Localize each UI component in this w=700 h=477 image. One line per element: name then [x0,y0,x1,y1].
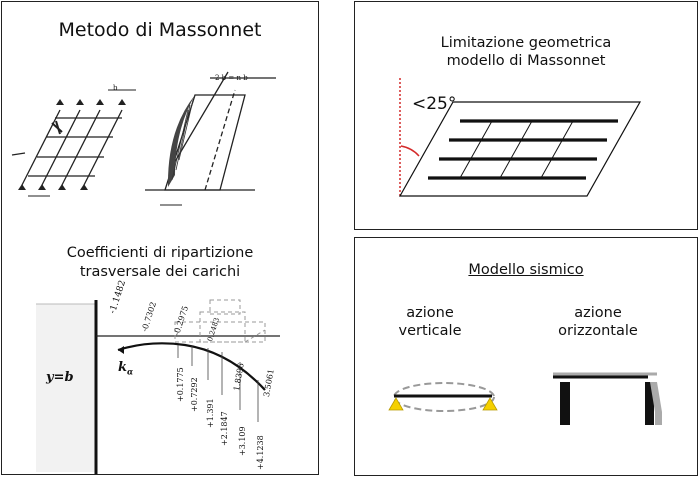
vertical-action-label-line2: verticale [398,323,462,339]
hatched-load-diagram [167,95,195,187]
y-eq-b-label: y=b [46,370,74,385]
top-span-label: 2 b = n b [215,74,248,82]
k-alpha-label: kα [118,360,134,377]
seismic-model-title: Modello sismico [468,262,584,278]
deck-outline [398,101,642,197]
skew-angle-label: <25° [412,94,457,114]
distribution-subtitle-line1: Coefficienti di ripartizione [66,245,254,261]
right-pier [645,382,654,425]
angle-arc [400,145,420,157]
vertical-action-label-line1: azione [406,305,454,321]
distribution-subtitle-line2: trasversale dei carichi [79,264,241,280]
longitudinal-girders [428,119,618,180]
seismic-model-panel [354,237,698,476]
horizontal-action-label-line1: azione [574,305,622,321]
b1-label: b [113,84,118,92]
horizontal-action-scheme [553,372,662,425]
right-support [482,397,498,411]
ordinate-ticks [177,345,259,422]
massonnet-title: Metodo di Massonnet [58,19,262,41]
grillage-supports [18,99,126,190]
transverse-beams [459,120,574,179]
dashed-influence-boxes [174,299,266,343]
left-support [388,397,404,411]
geometric-limitation-title-line2: modello di Massonnet [446,53,606,69]
geometric-limitation-panel [354,1,698,230]
horizontal-action-label-line2: orizzontale [558,323,638,339]
grillage-plan-sketch [11,109,123,186]
k-alpha-curve [117,342,266,391]
geometric-limitation-title-line1: Limitazione geometrica [440,35,612,51]
left-pier [560,382,570,425]
hatch-lines [171,99,194,181]
vertical-action-scheme [388,382,498,412]
deformed-pier [650,382,662,425]
